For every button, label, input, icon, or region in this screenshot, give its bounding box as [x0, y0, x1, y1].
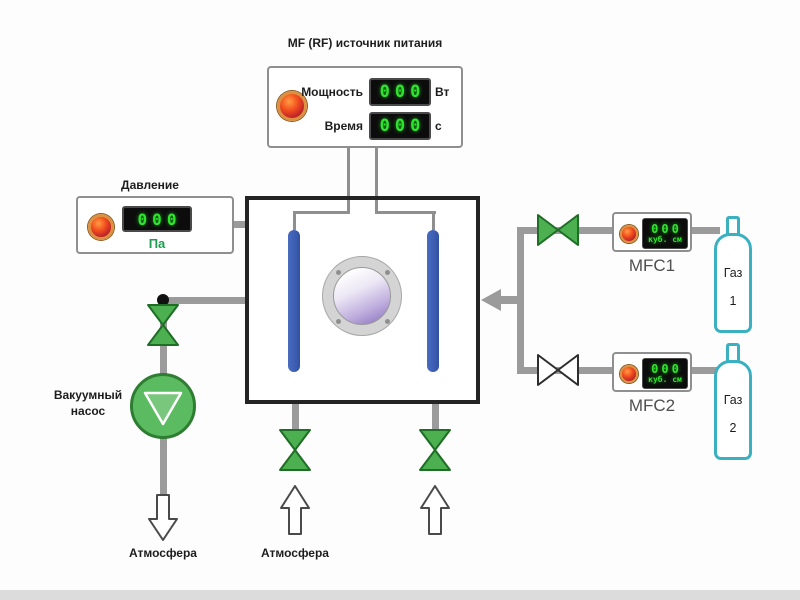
gas-cylinder-1-body: Газ 1	[714, 233, 752, 333]
power-display[interactable]: 000	[369, 78, 431, 106]
pipe-vent-left	[292, 404, 299, 430]
pipe-gas2-cylinder	[690, 367, 720, 374]
gas-cylinder-1-name: Газ	[723, 266, 743, 280]
gas-cylinder-2: Газ 2	[714, 343, 752, 461]
mfc2-panel: 000 куб. см	[612, 352, 692, 392]
rf-power-unit: Вт	[435, 85, 450, 99]
pressure-display: 000	[122, 206, 192, 232]
viewport-window	[322, 256, 402, 336]
rf-power-button[interactable]	[277, 91, 307, 121]
rf-panel: Мощность 000 Вт Время 000 с	[267, 66, 463, 148]
rf-time-label: Время	[324, 119, 363, 133]
pipe-junction-dot	[157, 294, 169, 306]
electrode-wire-right-v	[432, 211, 435, 230]
atmosphere-arrow-up-left	[280, 485, 310, 535]
vent-valve-left[interactable]	[277, 428, 313, 472]
vacuum-chamber	[245, 196, 480, 404]
mfc1-value: 000	[651, 221, 682, 236]
viewport-bolt	[336, 319, 341, 324]
rf-wire-right	[375, 148, 378, 196]
viewport-bolt	[385, 319, 390, 324]
mfc2-value: 000	[651, 361, 682, 376]
pressure-value: 000	[137, 209, 182, 229]
pipe-pressure-chamber	[232, 221, 247, 228]
viewport-bolt	[336, 270, 341, 275]
electrode-wire-right	[375, 200, 378, 212]
pipe-chamber-left	[160, 297, 247, 304]
electrode-wire-left-h	[293, 211, 350, 214]
pump-label: Вакуумный насос	[53, 388, 123, 418]
mfc2-display[interactable]: 000 куб. см	[642, 358, 688, 389]
gas-cylinder-1: Газ 1	[714, 216, 752, 334]
mfc2-unit: куб. см	[648, 374, 682, 384]
gas-cylinder-2-body: Газ 2	[714, 360, 752, 460]
mfc2-label: MFC2	[628, 396, 676, 415]
pressure-title: Давление	[121, 178, 179, 192]
atmosphere-label-chamber: Атмосфера	[261, 546, 329, 560]
rf-panel-title: MF (RF) источник питания	[287, 36, 443, 50]
rf-time-unit: с	[435, 119, 442, 133]
power-value: 000	[379, 82, 426, 102]
time-value: 000	[379, 116, 426, 136]
gas-inlet-arrow	[481, 289, 524, 311]
time-display[interactable]: 000	[369, 112, 431, 140]
gas-cylinder-2-number: 2	[729, 421, 737, 435]
vent-valve-right[interactable]	[417, 428, 453, 472]
pressure-unit: Па	[148, 236, 166, 251]
mfc1-panel: 000 куб. см	[612, 212, 692, 252]
vacuum-pump[interactable]	[130, 373, 196, 439]
gas1-valve[interactable]	[536, 212, 580, 248]
atmosphere-arrow-down	[148, 494, 178, 541]
horizontal-scrollbar[interactable]	[0, 590, 800, 600]
atmosphere-label-pump: Атмосфера	[129, 546, 197, 560]
electrode-wire-left	[347, 200, 350, 212]
rf-power-label: Мощность	[301, 85, 363, 99]
pipe-vent-right	[432, 404, 439, 430]
pipe-pump-exhaust	[160, 437, 167, 495]
electrode-wire-right-h	[375, 211, 436, 214]
viewport-glass	[333, 267, 391, 325]
pressure-panel: 000 Па	[76, 196, 234, 254]
viewport-bolt	[385, 270, 390, 275]
pump-triangle-icon	[143, 391, 183, 426]
pressure-power-button[interactable]	[88, 214, 114, 240]
gas-cylinder-1-number: 1	[729, 294, 737, 308]
atmosphere-arrow-up-right	[420, 485, 450, 535]
electrode-wire-left-v	[293, 211, 296, 230]
gas-cylinder-2-name: Газ	[723, 393, 743, 407]
mfc2-power-button[interactable]	[620, 365, 638, 383]
electrode-right	[427, 230, 439, 372]
mfc1-power-button[interactable]	[620, 225, 638, 243]
pipe-gas1-cylinder	[690, 227, 720, 234]
pump-valve[interactable]	[145, 303, 181, 347]
gas2-valve[interactable]	[536, 352, 580, 388]
mfc1-unit: куб. см	[648, 234, 682, 244]
electrode-left	[288, 230, 300, 372]
rf-wire-left	[347, 148, 350, 196]
mfc1-label: MFC1	[628, 256, 676, 275]
mfc1-display[interactable]: 000 куб. см	[642, 218, 688, 249]
